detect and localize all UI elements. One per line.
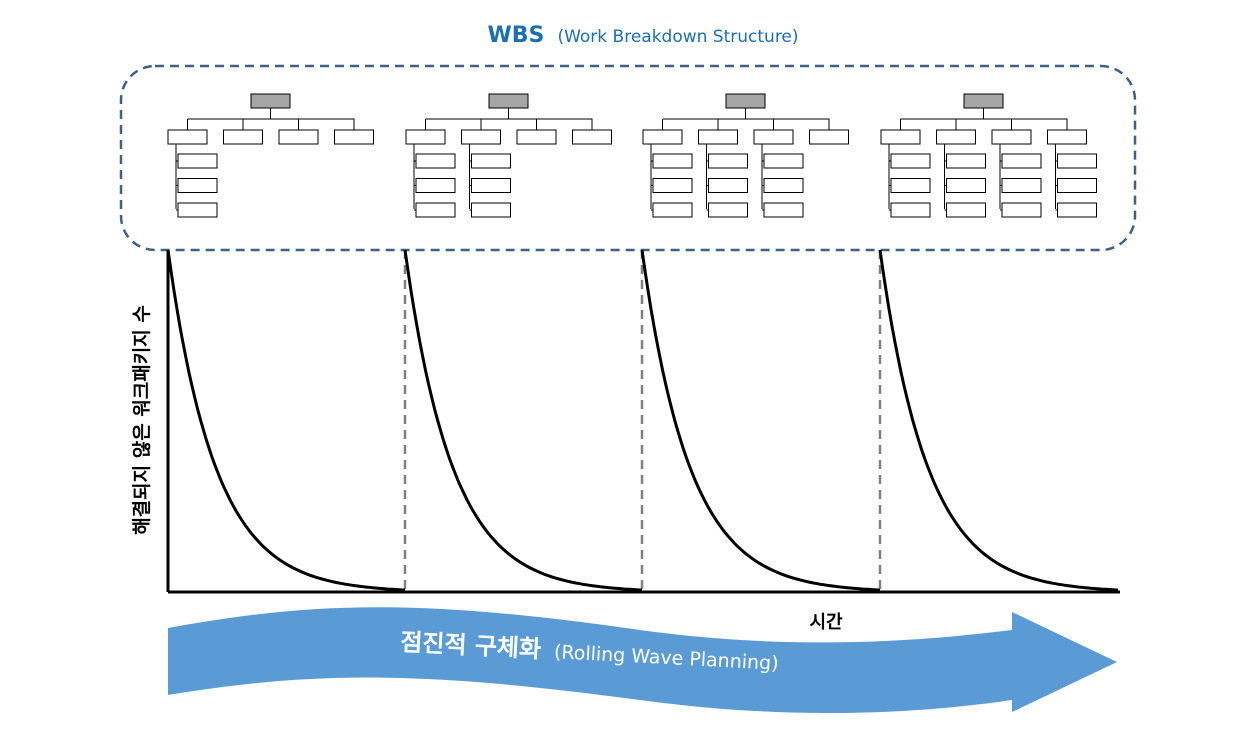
wbs-subitem-box <box>1001 153 1042 169</box>
wbs-child-box <box>991 129 1032 145</box>
wbs-child-box <box>405 129 446 145</box>
wbs-root-box <box>963 93 1004 109</box>
decay-curve-2 <box>403 249 643 592</box>
wbs-subitem-box <box>1001 178 1042 193</box>
wbs-tree-2 <box>405 93 612 218</box>
wbs-subitem-box <box>1057 178 1097 193</box>
wbs-child-box <box>753 129 794 145</box>
wbs-container <box>119 64 1137 252</box>
wbs-child-box <box>278 129 319 145</box>
wbs-child-box <box>223 129 263 145</box>
wbs-subitem-box <box>708 178 748 193</box>
wbs-root-box <box>488 93 529 109</box>
wbs-subitem-box <box>652 178 693 193</box>
wbs-subitem-box <box>415 178 456 193</box>
wbs-child-box <box>461 129 501 145</box>
wbs-title: WBS (Work Breakdown Structure) <box>487 23 798 48</box>
wbs-root-box <box>725 93 766 109</box>
wbs-child-box <box>167 129 208 145</box>
wbs-subitem-box <box>708 202 748 218</box>
wbs-title-sub: (Work Breakdown Structure) <box>557 27 798 47</box>
wbs-subitem-box <box>415 153 456 169</box>
wbs-subitem-box <box>946 202 986 218</box>
wbs-subitem-box <box>890 153 931 169</box>
wbs-subitem-box <box>763 153 804 169</box>
wbs-subitem-box <box>1057 153 1097 169</box>
rolling-wave-arrow <box>168 607 1117 714</box>
wbs-subitem-box <box>946 153 986 169</box>
wbs-child-box <box>880 129 921 145</box>
wbs-subitem-box <box>946 178 986 193</box>
wbs-subitem-box <box>1057 202 1097 218</box>
wbs-subitem-box <box>471 178 511 193</box>
wbs-subitem-box <box>763 178 804 193</box>
wbs-child-box <box>334 129 374 145</box>
wbs-subitem-box <box>415 202 456 218</box>
wbs-subitem-box <box>471 202 511 218</box>
decay-curve-4 <box>878 249 1119 592</box>
wbs-tree-1 <box>167 93 374 218</box>
wbs-subitem-box <box>890 202 931 218</box>
wbs-tree-3 <box>642 93 849 218</box>
wbs-subitem-box <box>471 153 511 169</box>
wbs-child-box <box>809 129 849 145</box>
wbs-child-box <box>698 129 738 145</box>
wbs-subitem-box <box>652 153 693 169</box>
period-dividers <box>403 250 882 592</box>
wbs-trees <box>167 93 1097 218</box>
wbs-subitem-box <box>1001 202 1042 218</box>
decay-curve-1 <box>166 249 406 592</box>
x-axis-label: 시간 <box>809 612 843 633</box>
wbs-subitem-box <box>652 202 693 218</box>
wbs-subitem-box <box>890 178 931 193</box>
wbs-child-box <box>516 129 557 145</box>
wbs-child-box <box>572 129 612 145</box>
wbs-subitem-box <box>177 178 218 193</box>
decay-curve-3 <box>640 249 881 592</box>
wbs-subitem-box <box>763 202 804 218</box>
wbs-subitem-box <box>177 202 218 218</box>
wbs-tree-4 <box>880 93 1097 218</box>
y-axis-label: 해결되지 않은 워크패키지 수 <box>131 305 153 535</box>
wbs-subitem-box <box>177 153 218 169</box>
wbs-subitem-box <box>708 153 748 169</box>
wbs-child-box <box>936 129 976 145</box>
decay-curves <box>166 249 1119 592</box>
wbs-child-box <box>642 129 683 145</box>
wbs-title-main: WBS <box>487 23 544 48</box>
wbs-child-box <box>1047 129 1087 145</box>
wbs-root-box <box>250 93 291 109</box>
